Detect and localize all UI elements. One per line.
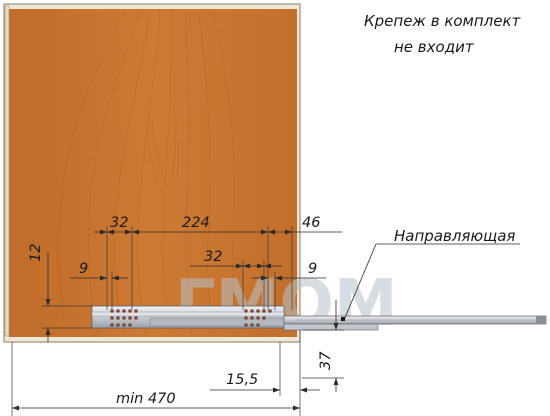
cabinet-panel — [3, 3, 301, 343]
dim-min-470: min 470 — [116, 391, 176, 407]
dim-37: 37 — [318, 351, 334, 370]
note-line-2: не входит — [394, 38, 475, 56]
dim-32-right: 32 — [204, 249, 222, 265]
dim-32-left: 32 — [110, 215, 128, 231]
dim-9-left: 9 — [79, 261, 88, 277]
dim-12: 12 — [28, 244, 44, 262]
runner-extension — [283, 315, 547, 331]
dimension-lines — [11, 226, 520, 416]
runner-body — [91, 305, 285, 329]
note-line-1: Крепеж в комплект — [364, 12, 522, 30]
dim-15-5: 15,5 — [226, 372, 258, 388]
dim-224: 224 — [182, 215, 210, 231]
dim-9-right: 9 — [308, 261, 317, 277]
mounting-holes — [110, 309, 272, 327]
callout-label: Направляющая — [394, 227, 515, 245]
dim-46: 46 — [302, 215, 320, 231]
